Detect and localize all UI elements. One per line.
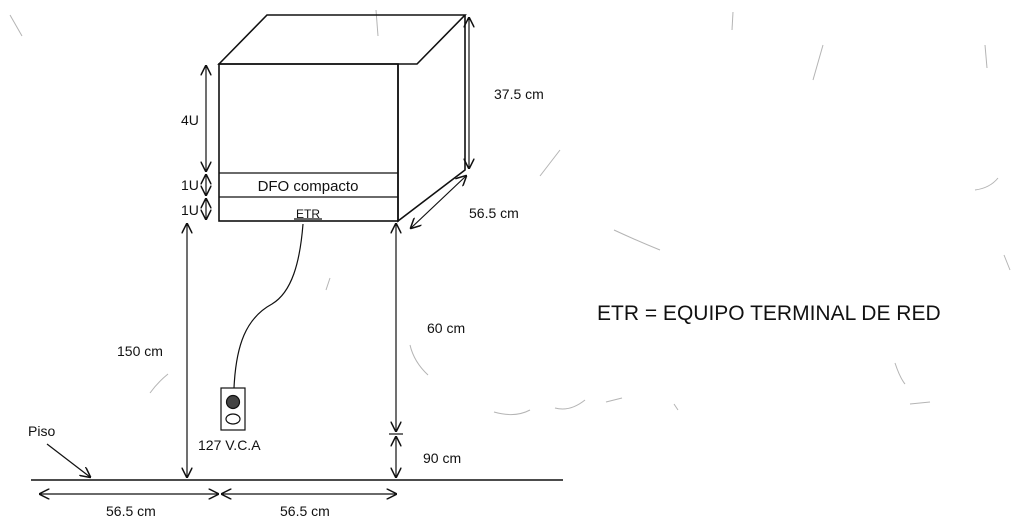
floor-dim-left-label: 56.5 cm	[106, 503, 156, 519]
cabinet-top-face	[217, 14, 467, 65]
cabinet: DFO compacto ETR	[217, 14, 467, 223]
rack-unit-dimensions: 4U 1U 1U	[181, 66, 206, 219]
dim-60-label: 60 cm	[427, 320, 465, 336]
dim-150-label: 150 cm	[117, 343, 163, 359]
dim-1u-bottom-label: 1U	[181, 202, 199, 218]
dim-height-37-label: 37.5 cm	[494, 86, 544, 102]
dim-depth-56-arrow	[411, 176, 466, 228]
floor-pointer-arrow	[46, 443, 90, 477]
outlet-socket-top	[225, 394, 241, 410]
floor: Piso 56.5 cm 56.5 cm	[28, 423, 563, 519]
height-dimensions: 150 cm 60 cm 90 cm	[117, 224, 465, 477]
cabinet-side-face	[397, 15, 466, 223]
legend-text: ETR = EQUIPO TERMINAL DE RED	[597, 302, 941, 325]
power-connection: 127 V.C.A	[198, 223, 304, 453]
scan-artifacts	[9, 9, 1011, 416]
power-cable	[233, 223, 304, 389]
outlet-socket-bottom	[225, 413, 241, 425]
floor-dim-right-label: 56.5 cm	[280, 503, 330, 519]
dim-depth-56-label: 56.5 cm	[469, 205, 519, 221]
dim-4u-label: 4U	[181, 112, 199, 128]
dfo-label: DFO compacto	[258, 178, 359, 195]
floor-label: Piso	[28, 423, 55, 439]
depth-dimensions: 37.5 cm 56.5 cm	[411, 18, 544, 228]
dim-1u-top-label: 1U	[181, 177, 199, 193]
cabinet-front-face	[218, 63, 399, 222]
outlet-box	[220, 387, 246, 431]
outlet-label: 127 V.C.A	[198, 437, 261, 453]
dim-90-label: 90 cm	[423, 450, 461, 466]
etr-label: ETR	[296, 207, 320, 221]
